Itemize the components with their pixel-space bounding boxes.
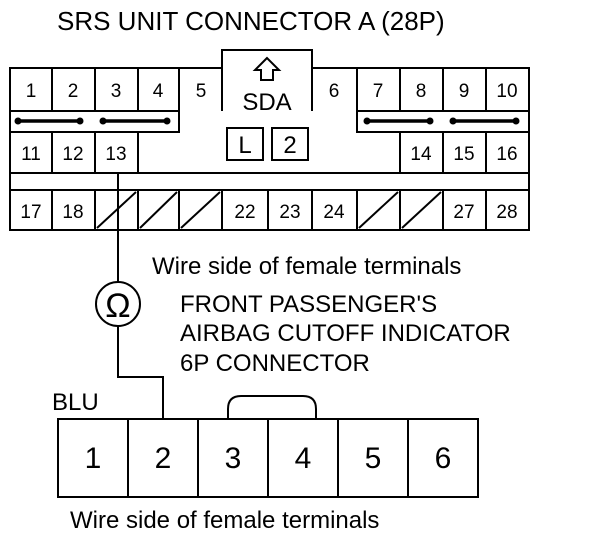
indicator-6p-connector: 1 2 3 4 5 6 (57, 395, 479, 498)
srs-connector-a: SDA L 2 1 2 3 4 5 6 7 8 9 10 11 12 13 14… (9, 49, 530, 231)
indicator-wire-side-label: Wire side of female terminals (70, 507, 379, 534)
right-latch-shelf (356, 111, 529, 133)
box-l (226, 127, 264, 161)
pin-5: 5 (196, 81, 207, 102)
lock-arrow-icon (252, 56, 282, 81)
pin6-3: 3 (225, 442, 242, 475)
shorting-bar-9-10 (449, 117, 520, 125)
pin-3: 3 (111, 81, 122, 102)
pin-13: 13 (105, 144, 126, 165)
pin-11: 11 (21, 144, 41, 165)
pin-12: 12 (62, 144, 83, 165)
pin-14: 14 (410, 144, 432, 165)
shorting-bar-1-2 (14, 117, 84, 125)
pin-17: 17 (20, 202, 41, 223)
ohm-symbol: Ω (105, 287, 130, 325)
pin6-1: 1 (85, 442, 102, 475)
pin-6: 6 (329, 81, 340, 102)
pin6-2: 2 (155, 442, 172, 475)
diagram-title: SRS UNIT CONNECTOR A (28P) (57, 6, 445, 36)
unused-cavity-marks (96, 191, 442, 229)
pin-16: 16 (496, 144, 517, 165)
pin-8: 8 (416, 81, 427, 102)
pin-9: 9 (459, 81, 470, 102)
pin-4: 4 (153, 81, 164, 102)
box-l-label: L (238, 132, 251, 159)
shorting-bar-7-8 (363, 117, 434, 125)
pin6-6: 6 (435, 442, 452, 475)
connector-a-housing (9, 49, 530, 231)
pin-28: 28 (496, 202, 517, 223)
test-lead: Ω (95, 173, 164, 419)
pin-7: 7 (373, 81, 384, 102)
pin-24: 24 (323, 202, 345, 223)
wire-color-label: BLU (52, 389, 99, 416)
indicator-title-line3: 6P CONNECTOR (180, 350, 370, 377)
box-2 (271, 127, 309, 161)
pin-10: 10 (496, 81, 517, 102)
pin-23: 23 (279, 202, 300, 223)
pin-2: 2 (68, 81, 79, 102)
pin-22: 22 (234, 202, 255, 223)
pin-27: 27 (453, 202, 474, 223)
pin-18: 18 (62, 202, 83, 223)
shorting-bar-3-4 (99, 117, 171, 125)
pin-1: 1 (26, 81, 37, 102)
pin-15: 15 (453, 144, 474, 165)
pin6-5: 5 (365, 442, 382, 475)
pin6-4: 4 (295, 442, 312, 475)
connector-a-wire-side-label: Wire side of female terminals (152, 253, 461, 280)
indicator-title-line1: FRONT PASSENGER'S (180, 291, 437, 318)
sda-label: SDA (242, 89, 291, 116)
indicator-title-line2: AIRBAG CUTOFF INDICATOR (180, 320, 511, 347)
box-2-label: 2 (283, 132, 296, 159)
connector-latch (227, 395, 317, 419)
